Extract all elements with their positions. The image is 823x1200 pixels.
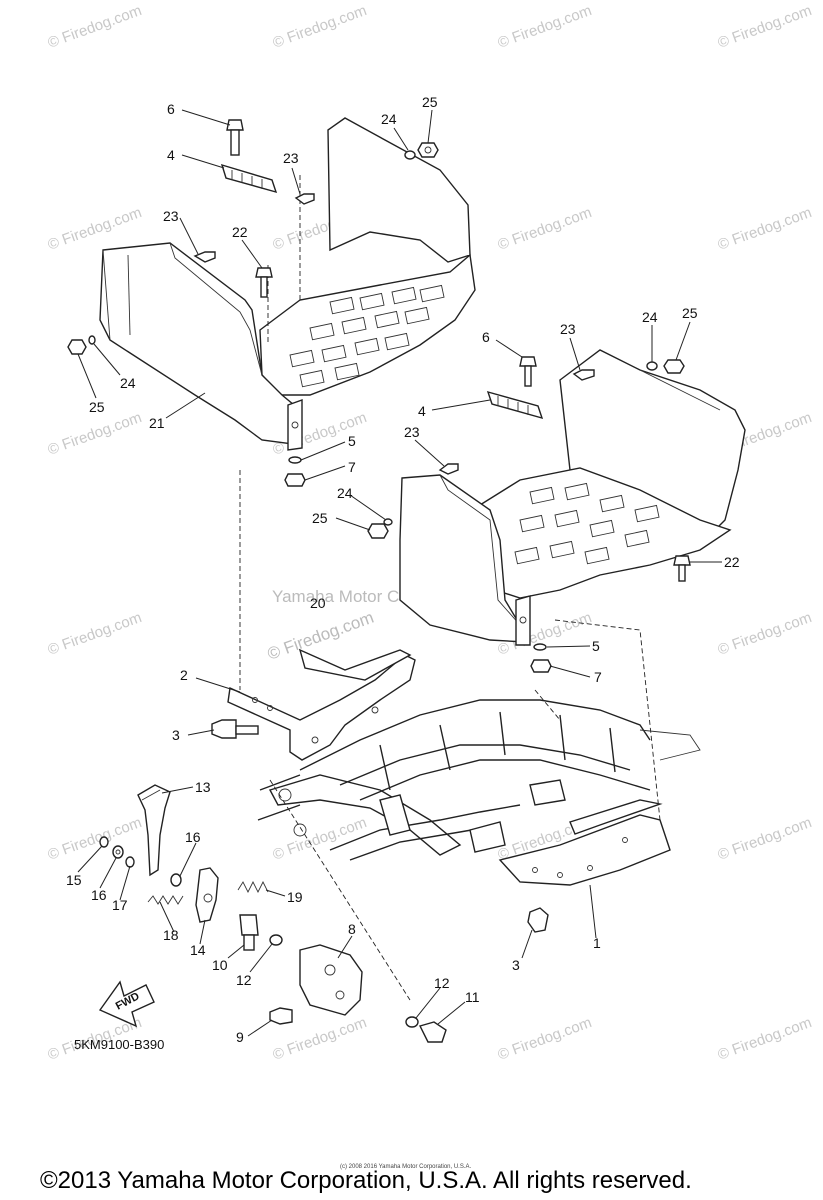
watermark: © Firedog.com xyxy=(716,609,814,659)
callout-21: 21 xyxy=(149,415,165,431)
left-fender-back-panel xyxy=(327,117,471,263)
callout-9: 9 xyxy=(236,1029,244,1045)
callout-12: 12 xyxy=(236,972,252,988)
callout-24: 24 xyxy=(120,375,136,391)
callout-25: 25 xyxy=(312,510,328,526)
callout-1: 1 xyxy=(593,935,601,951)
copyright-small: (c) 2008 2016 Yamaha Motor Corporation, … xyxy=(340,1164,472,1170)
callout-7: 7 xyxy=(348,459,356,475)
watermark: © Firedog.com xyxy=(271,814,369,864)
watermark: © Firedog.com xyxy=(716,1014,814,1064)
callout-16: 16 xyxy=(185,829,201,845)
callout-25: 25 xyxy=(89,399,105,415)
callout-4: 4 xyxy=(167,147,175,163)
callout-7: 7 xyxy=(594,669,602,685)
upper-hardware xyxy=(67,119,691,673)
callout-24: 24 xyxy=(337,485,353,501)
callout-5: 5 xyxy=(348,433,356,449)
callout-15: 15 xyxy=(66,872,82,888)
callout-8: 8 xyxy=(348,921,356,937)
callout-18: 18 xyxy=(163,927,179,943)
callout-3: 3 xyxy=(512,957,520,973)
watermark: © Firedog.com xyxy=(46,2,144,52)
watermark: © Firedog.com xyxy=(496,204,594,254)
callout-23: 23 xyxy=(283,150,299,166)
callout-17: 17 xyxy=(112,897,128,913)
watermark: © Firedog.com xyxy=(496,2,594,52)
callout-20: 20 xyxy=(310,595,326,611)
left-footrest-assembly xyxy=(99,117,476,451)
main-frame-rail xyxy=(299,699,651,771)
callout-5: 5 xyxy=(592,638,600,654)
frame-assembly xyxy=(211,470,701,1001)
callout-11: 11 xyxy=(465,989,480,1005)
right-bracket xyxy=(498,814,671,886)
callout-2: 2 xyxy=(180,667,188,683)
brake-bracket xyxy=(299,944,363,1016)
callout-labels: 6 4 23 24 25 23 22 25 24 21 5 7 23 6 24 … xyxy=(66,94,740,1045)
watermark: © Firedog.com xyxy=(271,2,369,52)
callout-13: 13 xyxy=(195,779,211,795)
callout-19: 19 xyxy=(287,889,303,905)
copyright-notice: ©2013 Yamaha Motor Corporation, U.S.A. A… xyxy=(40,1167,692,1194)
brake-pedal-assembly xyxy=(99,784,447,1043)
callout-23: 23 xyxy=(560,321,576,337)
right-floor-tread xyxy=(514,482,660,565)
callout-24: 24 xyxy=(381,111,397,127)
center-watermark-firedog: © Firedog.com xyxy=(265,608,376,664)
right-footrest-assembly xyxy=(399,349,746,646)
watermark: © Firedog.com xyxy=(46,204,144,254)
callout-25: 25 xyxy=(422,94,438,110)
watermark: © Firedog.com xyxy=(716,204,814,254)
callout-10: 10 xyxy=(212,957,228,973)
left-floor-tread xyxy=(289,284,445,388)
callout-24: 24 xyxy=(642,309,658,325)
callout-22: 22 xyxy=(724,554,740,570)
callout-14: 14 xyxy=(190,942,206,958)
watermark: © Firedog.com xyxy=(716,2,814,52)
fwd-arrow-icon: FWD xyxy=(98,980,155,1028)
callout-3: 3 xyxy=(172,727,180,743)
watermark: © Firedog.com xyxy=(46,409,144,459)
left-floor-board xyxy=(259,253,476,396)
watermark: © Firedog.com xyxy=(46,609,144,659)
brake-pedal xyxy=(137,784,171,877)
diagram-code: 5KM9100-B390 xyxy=(74,1037,164,1052)
left-foot-peg xyxy=(220,163,278,194)
callout-6: 6 xyxy=(482,329,490,345)
right-foot-peg xyxy=(486,390,544,420)
watermark: © Firedog.com xyxy=(496,1014,594,1064)
watermark: © Firedog.com xyxy=(46,814,144,864)
leader-lines xyxy=(77,109,722,1037)
callout-22: 22 xyxy=(232,224,248,240)
callout-23: 23 xyxy=(163,208,179,224)
callout-25: 25 xyxy=(682,305,698,321)
callout-23: 23 xyxy=(404,424,420,440)
callout-6: 6 xyxy=(167,101,175,117)
callout-16: 16 xyxy=(91,887,107,903)
watermark: © Firedog.com xyxy=(716,814,814,864)
callout-4: 4 xyxy=(418,403,426,419)
left-bracket xyxy=(227,654,416,761)
callout-12: 12 xyxy=(434,975,450,991)
